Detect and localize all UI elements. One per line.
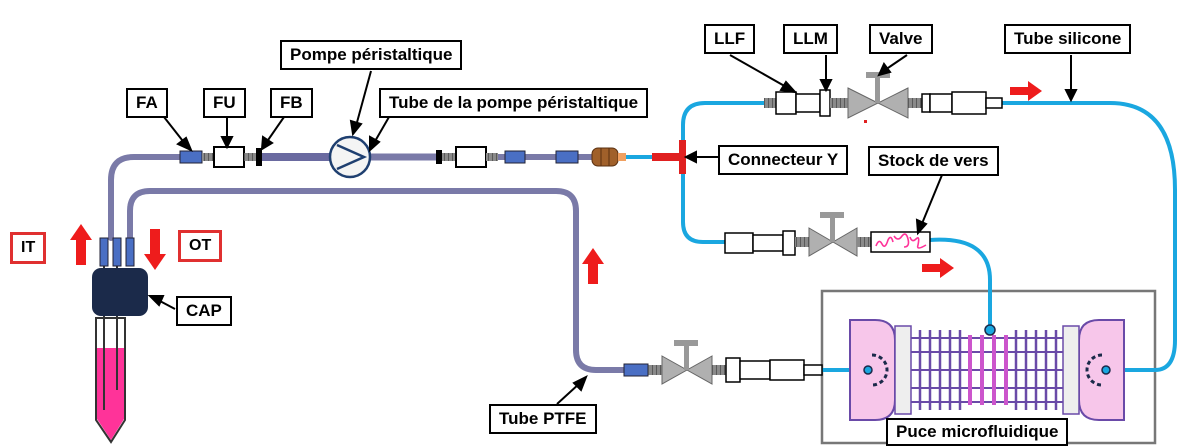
sample-tube	[92, 237, 148, 444]
label-cap: CAP	[176, 296, 232, 326]
label-puce-microfluidique: Puce microfluidique	[886, 418, 1069, 446]
label-pompe-peristaltique: Pompe péristaltique	[280, 40, 463, 70]
label-fb: FB	[270, 88, 313, 118]
top-valve-branch	[764, 72, 1003, 119]
arrow-right-silicone	[1010, 81, 1042, 101]
fitting-fb	[256, 148, 262, 166]
label-it: IT	[10, 232, 47, 264]
worm-stock	[870, 231, 931, 253]
brown-connector	[591, 147, 619, 167]
silicone-tubes	[622, 101, 1177, 372]
llm	[819, 89, 831, 117]
fitting-fu	[213, 146, 245, 168]
fitting-fa	[179, 150, 203, 164]
label-fu: FU	[203, 88, 246, 118]
arrow-down-ot	[144, 229, 166, 270]
arrow-right-stock	[922, 258, 954, 278]
peristaltic-pump	[328, 135, 372, 179]
llf	[795, 93, 821, 113]
label-stock-de-vers: Stock de vers	[868, 146, 999, 176]
arrow-up-return	[582, 248, 604, 284]
top-valve	[847, 87, 880, 119]
label-fa: FA	[126, 88, 168, 118]
inlet-tube	[108, 154, 189, 241]
label-llm: LLM	[783, 24, 838, 54]
label-tube-silicone: Tube silicone	[1004, 24, 1132, 54]
label-valve: Valve	[869, 24, 933, 54]
label-ot: OT	[178, 230, 223, 262]
connecteur-y	[652, 153, 682, 161]
ptfe-valve-line	[623, 340, 823, 385]
leader-arrows	[147, 54, 1078, 405]
microfluidic-chip	[849, 319, 1125, 421]
worm-stock-branch	[724, 212, 931, 257]
arrow-up-it	[70, 224, 92, 265]
label-tube-ptfe: Tube PTFE	[489, 404, 597, 434]
tube-silicone-loop	[1000, 101, 1177, 372]
label-tube-pompe: Tube de la pompe péristaltique	[379, 88, 649, 118]
cap	[92, 268, 148, 316]
label-connecteur-y: Connecteur Y	[718, 145, 849, 175]
ptfe-tubes	[108, 153, 627, 373]
return-tube	[127, 188, 627, 373]
label-llf: LLF	[704, 24, 756, 54]
flow-arrows	[70, 81, 1042, 284]
